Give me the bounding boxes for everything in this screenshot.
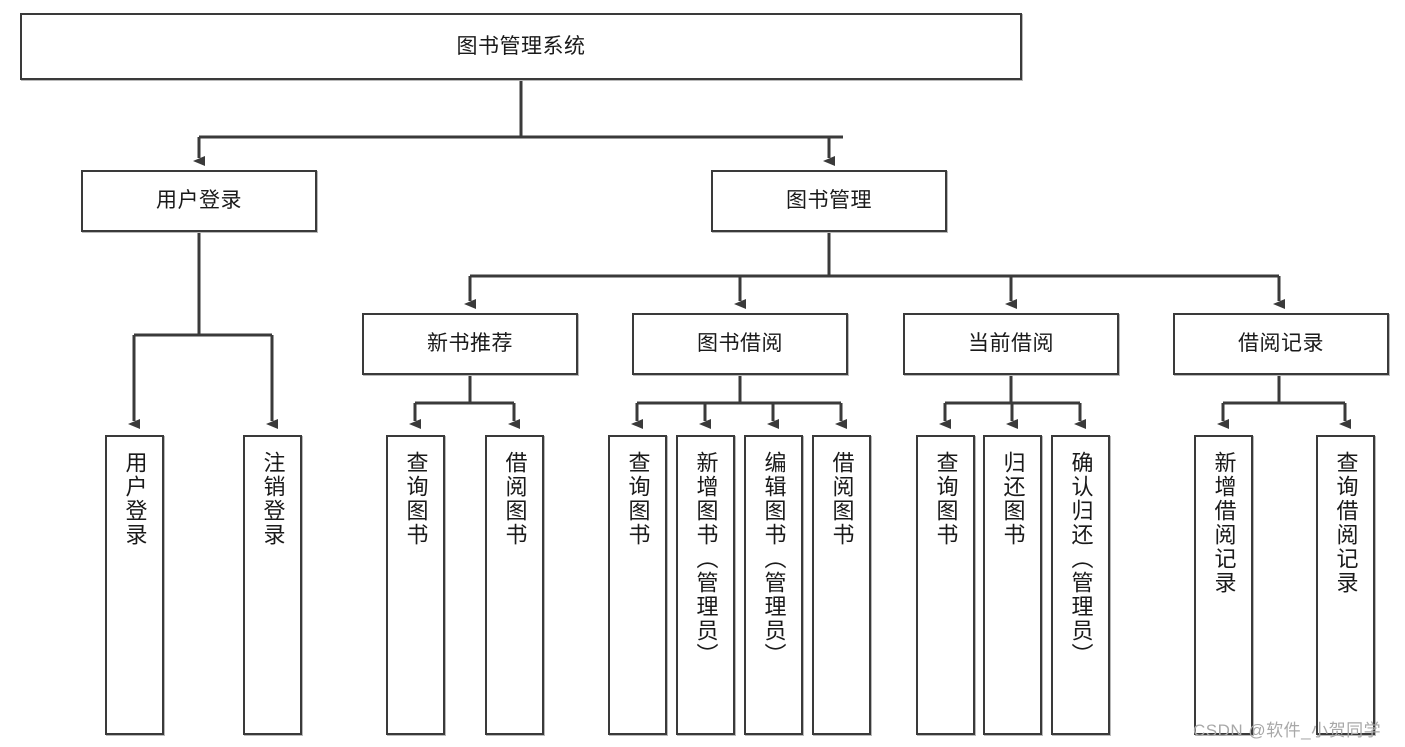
node-label: 新增借阅记录	[1211, 451, 1237, 595]
node-new-book-recommend[interactable]: 新书推荐	[362, 313, 578, 375]
node-book-manage[interactable]: 图书管理	[711, 170, 947, 232]
node-leaf-confirm-return[interactable]: 确认归还（管理员）	[1051, 435, 1110, 735]
node-book-borrow[interactable]: 图书借阅	[632, 313, 848, 375]
node-label: 新增图书（管理员）	[693, 451, 719, 667]
node-leaf-borrow-book-2[interactable]: 借阅图书	[812, 435, 871, 735]
node-leaf-query-book-1[interactable]: 查询图书	[386, 435, 445, 735]
node-leaf-edit-book[interactable]: 编辑图书（管理员）	[744, 435, 803, 735]
node-label: 查询借阅记录	[1333, 451, 1359, 595]
node-label: 归还图书	[1000, 451, 1026, 547]
node-leaf-query-book-2[interactable]: 查询图书	[608, 435, 667, 735]
node-label: 借阅图书	[829, 451, 855, 547]
node-leaf-user-login[interactable]: 用户登录	[105, 435, 164, 735]
node-label: 用户登录	[156, 189, 242, 213]
node-label: 当前借阅	[968, 332, 1054, 356]
node-label: 查询图书	[625, 451, 651, 547]
node-label: 注销登录	[260, 451, 286, 547]
node-label: 图书管理系统	[456, 34, 586, 58]
node-label: 图书管理	[786, 189, 872, 213]
node-label: 用户登录	[122, 451, 148, 547]
node-label: 图书借阅	[697, 332, 783, 356]
node-user-login[interactable]: 用户登录	[81, 170, 317, 232]
node-leaf-query-record[interactable]: 查询借阅记录	[1316, 435, 1375, 735]
node-leaf-add-record[interactable]: 新增借阅记录	[1194, 435, 1253, 735]
node-label: 新书推荐	[427, 332, 513, 356]
node-leaf-query-book-3[interactable]: 查询图书	[916, 435, 975, 735]
node-label: 查询图书	[403, 451, 429, 547]
node-leaf-add-book[interactable]: 新增图书（管理员）	[676, 435, 735, 735]
node-label: 编辑图书（管理员）	[761, 451, 787, 667]
node-leaf-user-logout[interactable]: 注销登录	[243, 435, 302, 735]
node-leaf-borrow-book-1[interactable]: 借阅图书	[485, 435, 544, 735]
node-current-borrow[interactable]: 当前借阅	[903, 313, 1119, 375]
node-borrow-record[interactable]: 借阅记录	[1173, 313, 1389, 375]
node-label: 借阅记录	[1238, 332, 1324, 356]
node-label: 借阅图书	[502, 451, 528, 547]
node-label: 确认归还（管理员）	[1068, 451, 1094, 667]
node-root-system[interactable]: 图书管理系统	[20, 13, 1022, 80]
node-leaf-return-book[interactable]: 归还图书	[983, 435, 1042, 735]
csdn-watermark: CSDN @软件_小贺同学	[1193, 721, 1382, 740]
node-label: 查询图书	[933, 451, 959, 547]
